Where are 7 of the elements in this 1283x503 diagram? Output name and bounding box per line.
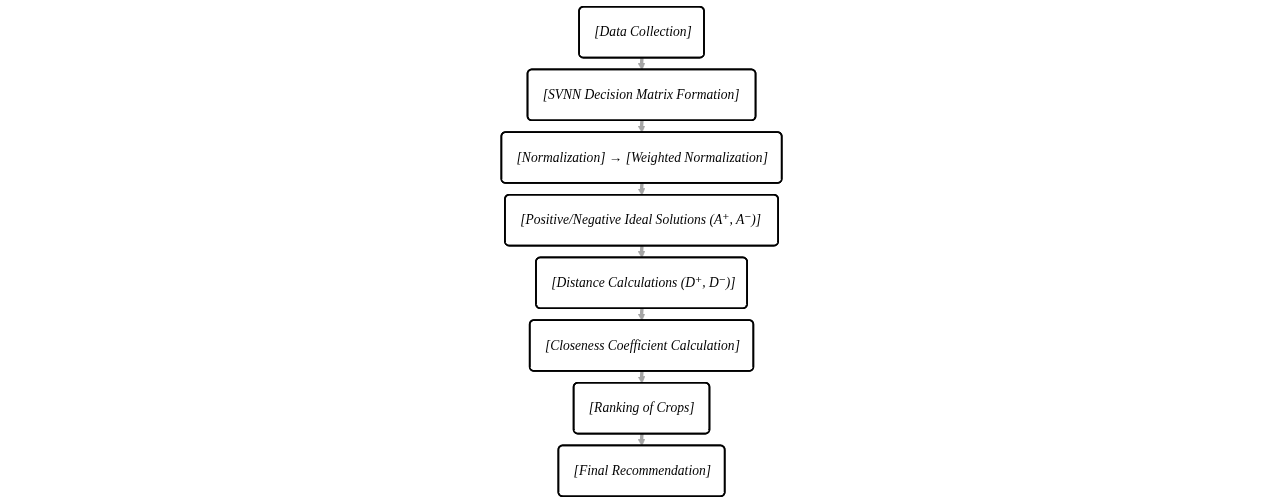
arrow	[637, 182, 646, 196]
arrow	[637, 370, 646, 384]
arrow	[637, 245, 646, 259]
arrow	[637, 57, 646, 71]
arrow	[637, 433, 646, 447]
arrow	[637, 119, 646, 133]
arrow	[637, 307, 646, 321]
